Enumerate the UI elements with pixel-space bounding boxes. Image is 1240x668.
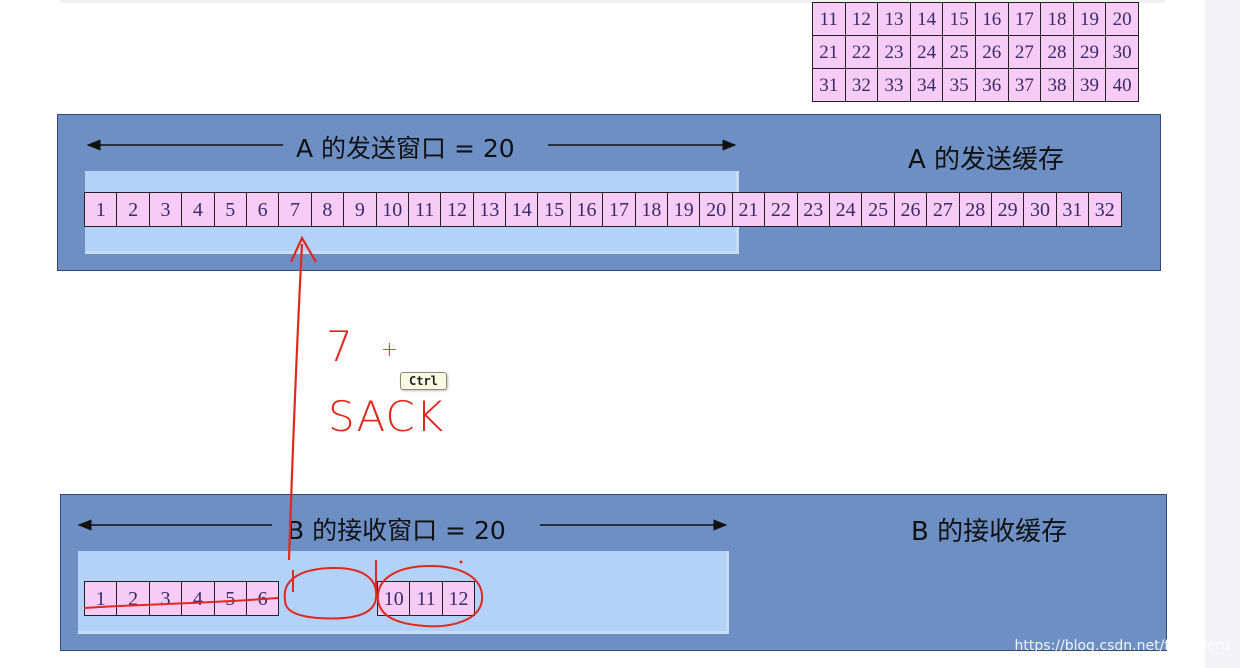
out-of-order-segment: 10: [378, 582, 411, 616]
segment-cell: 17: [1008, 3, 1042, 36]
sender-buffer-label: A 的发送缓存: [908, 145, 1065, 175]
received-segment: 2: [117, 582, 150, 616]
segment-cell: 36: [975, 69, 1009, 102]
out-of-order-segment: 12: [442, 582, 476, 616]
sender-window-label: A 的发送窗口 = 20: [296, 134, 515, 163]
out-of-order-oval: [376, 564, 484, 628]
sender-segment: 8: [311, 193, 345, 227]
out-of-order-segment: 11: [410, 582, 443, 616]
sender-segment: 13: [473, 193, 507, 227]
sender-segment: 18: [635, 193, 669, 227]
sender-segment: 7: [279, 193, 312, 227]
sender-segment: 5: [214, 193, 247, 227]
segment-cell: 29: [1073, 36, 1107, 69]
missing-gap-oval: [283, 566, 378, 620]
segment-cell: 34: [910, 69, 944, 102]
segment-cell: 40: [1106, 69, 1139, 102]
segment-cell: 22: [845, 36, 879, 69]
right-scrollbar-strip: [1205, 0, 1240, 668]
segment-cell: 26: [975, 36, 1009, 69]
segment-cell: 14: [910, 3, 944, 36]
sender-segment: 10: [376, 193, 409, 227]
handwritten-plus: +: [381, 337, 398, 361]
receiver-window-label: B 的接收窗口 = 20: [287, 516, 506, 545]
received-segment: 4: [182, 582, 215, 616]
sender-segment: 1: [85, 193, 118, 227]
sender-segment: 15: [538, 193, 571, 227]
sender-segment: 25: [862, 193, 895, 227]
received-segment: 1: [85, 582, 118, 616]
sender-segment: 27: [927, 193, 960, 227]
sender-segment: 14: [506, 193, 539, 227]
sender-segment: 4: [182, 193, 215, 227]
sender-segment: 2: [117, 193, 150, 227]
ack-arrow-line: [287, 243, 304, 561]
sender-segment: 6: [246, 193, 280, 227]
received-segment: 5: [214, 582, 247, 616]
segment-cell: 39: [1073, 69, 1107, 102]
segment-cell: 13: [878, 3, 911, 36]
sender-segment: 31: [1056, 193, 1090, 227]
segment-cell: 30: [1106, 36, 1139, 69]
handwritten-sack: SACK: [328, 392, 445, 441]
sender-segment: 32: [1089, 193, 1122, 227]
ctrl-key-tooltip: Ctrl: [400, 372, 447, 390]
sender-segment: 26: [894, 193, 928, 227]
segment-cell: 12: [845, 3, 879, 36]
segment-cell: 31: [813, 69, 846, 102]
handwritten-seven: 7: [326, 322, 353, 371]
watermark: https://blog.csdn.net/fwanderu: [1014, 638, 1230, 654]
received-segment: 3: [149, 582, 183, 616]
sender-segment: 9: [344, 193, 377, 227]
segment-cell: 28: [1041, 36, 1074, 69]
segment-cell: 35: [943, 69, 976, 102]
receiver-buffer-label: B 的接收缓存: [911, 517, 1068, 547]
segment-cell: 38: [1041, 69, 1074, 102]
segment-cell: 21: [813, 36, 846, 69]
sender-segment: 16: [570, 193, 604, 227]
segment-cell: 11: [813, 3, 846, 36]
segment-cell: 24: [910, 36, 944, 69]
segment-cell: 23: [878, 36, 911, 69]
sender-segment: 23: [797, 193, 830, 227]
segment-cell: 37: [1008, 69, 1042, 102]
sender-segment: 11: [408, 193, 442, 227]
sender-segment: 22: [765, 193, 798, 227]
sender-segment: 21: [732, 193, 766, 227]
segment-cell: 32: [845, 69, 879, 102]
segment-cell: 25: [943, 36, 976, 69]
segment-cell: 18: [1041, 3, 1074, 36]
sender-segment: 20: [700, 193, 733, 227]
ink-dot: [459, 560, 463, 564]
sender-segment: 19: [668, 193, 701, 227]
sender-segment: 29: [991, 193, 1025, 227]
segment-cell: 33: [878, 69, 911, 102]
top-divider: [60, 0, 1165, 3]
sender-segment: 24: [829, 193, 863, 227]
sender-segment: 12: [441, 193, 474, 227]
segment-cell: 15: [943, 3, 976, 36]
segment-cell: 27: [1008, 36, 1042, 69]
sender-segment: 30: [1024, 193, 1057, 227]
ack-arrow-head: [290, 235, 317, 263]
segment-cell: 19: [1073, 3, 1107, 36]
sender-segment: 17: [603, 193, 636, 227]
sender-segment: 28: [959, 193, 992, 227]
received-strike-line: [83, 597, 279, 609]
segment-cell: 16: [975, 3, 1009, 36]
segment-cell: 20: [1106, 3, 1139, 36]
sender-segment: 3: [149, 193, 183, 227]
